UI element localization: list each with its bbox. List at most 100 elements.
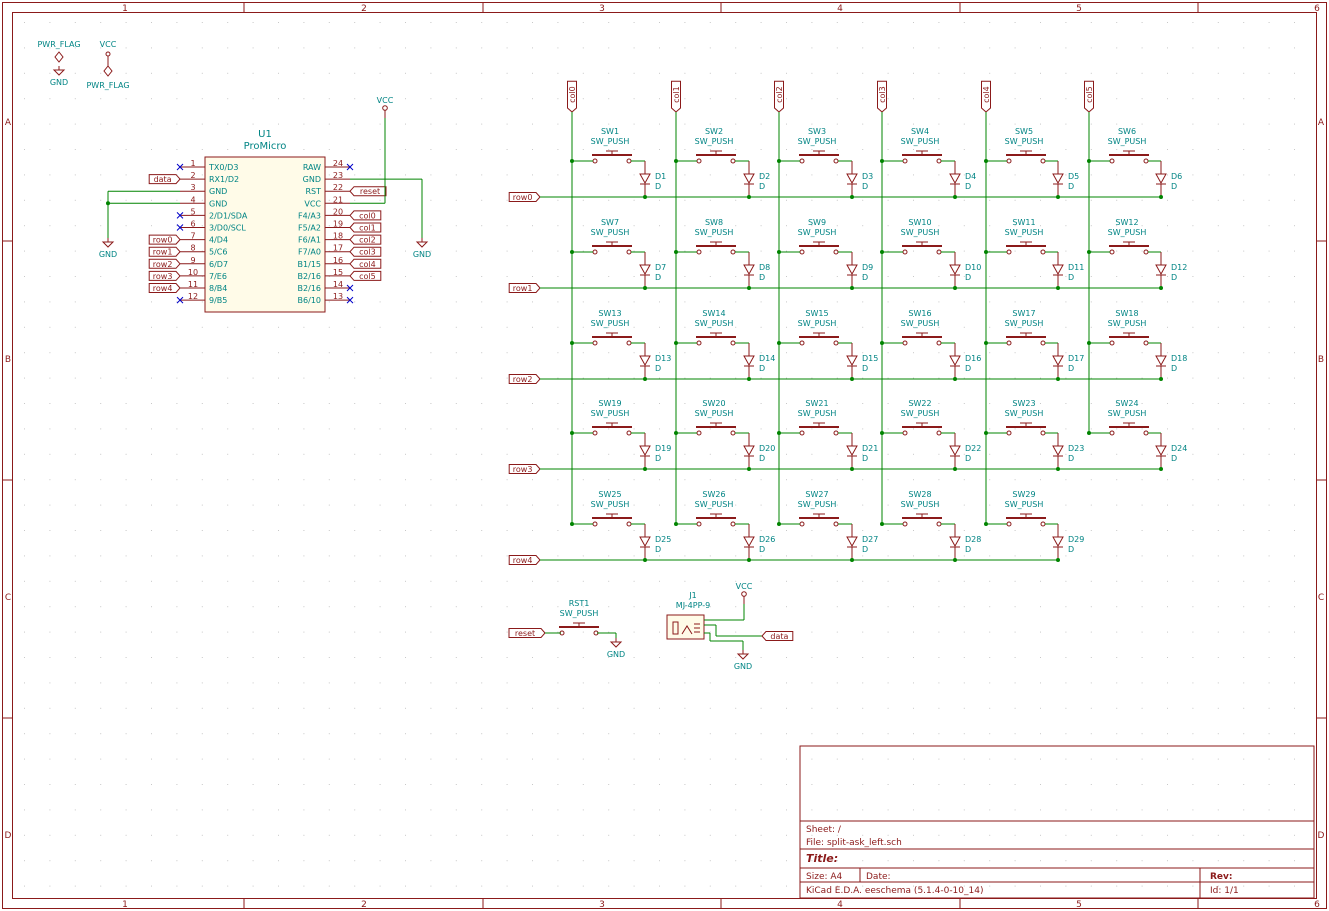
grid-dot [1192,758,1194,760]
grid-dot [49,784,51,785]
switch-contact [1006,430,1012,436]
grid-dot [608,657,610,658]
grid-dot [659,631,660,633]
grid-dot [735,149,737,150]
grid-dot [1294,682,1295,684]
grid-dot [481,885,483,887]
switch-value: SW_PUSH [798,228,837,237]
grid-dot [532,809,533,811]
grid-dot [151,225,152,227]
switch-value: SW_PUSH [591,228,630,237]
mcu-pin-name: B2/16 [298,272,321,281]
grid-dot [455,657,457,658]
grid-dot [303,631,305,633]
grid-dot [1040,860,1041,862]
grid-dot [100,428,102,430]
grid-dot [836,504,838,506]
grid-dot [1192,631,1194,633]
grid-dot [227,149,229,150]
gnd-label: GND [99,250,117,259]
mcu-pin-number: 16 [333,256,343,265]
grid-dot [532,682,533,684]
switch-value: SW_PUSH [591,137,630,146]
grid-dot [430,453,432,455]
grid-dot [278,453,279,455]
grid-dot [963,504,965,506]
junction-dot [850,467,854,471]
switch-contact [833,430,839,436]
grid-dot [176,47,178,49]
grid-dot [328,784,330,785]
grid-dot [252,809,254,811]
grid-dot [125,707,127,709]
grid-dot [887,47,889,49]
diode-value: D [759,454,765,463]
grid-dot [1167,530,1168,531]
grid-dot [49,72,51,74]
grid-dot [1294,631,1295,633]
grid-dot [1243,22,1245,23]
grid-dot [1294,606,1295,608]
grid-dot [582,682,584,684]
diode-body [846,173,858,185]
grid-dot [1040,225,1041,227]
net-label-text: col1 [359,224,376,233]
grid-dot [1217,123,1219,125]
grid-dot [24,352,25,354]
grid-dot [1294,22,1295,23]
grid-dot [227,885,229,887]
grid-dot [811,504,813,506]
switch-value: SW_PUSH [1005,319,1044,328]
grid-dot [887,580,889,582]
switch-contact [1143,249,1149,255]
grid-dot [811,199,813,201]
mcu-pin-number: 3 [190,183,195,192]
grid-dot [328,707,330,709]
grid-dot [608,733,610,735]
grid-dot [989,555,991,557]
grid-dot [760,301,762,303]
grid-dot [1192,403,1194,404]
grid-dot [1090,174,1092,176]
grid-dot [735,326,737,328]
junction-dot [570,431,574,435]
grid-dot [786,784,787,785]
grid-dot [24,504,25,506]
grid-dot [125,834,127,836]
grid-dot [379,377,381,379]
mcu-pin-name: 3/D0/SCL [209,224,246,233]
grid-dot [24,809,25,811]
grid-dot [405,72,406,74]
grid-dot [887,250,889,252]
grid-dot [684,885,686,887]
grid-dot [506,834,508,836]
grid-dot [709,276,711,277]
grid-dot [989,834,991,836]
diode-body [639,355,651,367]
grid-dot [963,428,965,430]
grid-dot [430,758,432,760]
grid-dot [760,377,762,379]
diode-value: D [862,545,868,554]
grid-dot [1040,631,1041,633]
grid-dot [1192,784,1194,785]
grid-dot [836,276,838,277]
grid-dot [455,301,457,303]
grid-dot [1040,733,1041,735]
grid-dot [252,758,254,760]
col-net-label [877,80,887,113]
grid-dot [24,606,25,608]
grid-dot [633,22,635,23]
grid-dot [405,809,406,811]
grid-dot [506,352,508,354]
grid-dot [74,98,76,100]
grid-dot [125,631,127,633]
diode-body [1052,445,1064,457]
grid-dot [252,834,254,836]
grid-dot [354,149,356,150]
grid-dot [1294,377,1295,379]
grid-dot [201,479,203,481]
mcu-pin-name: TX0/D3 [208,163,238,172]
grid-dot [24,225,25,227]
grid-dot [811,606,813,608]
